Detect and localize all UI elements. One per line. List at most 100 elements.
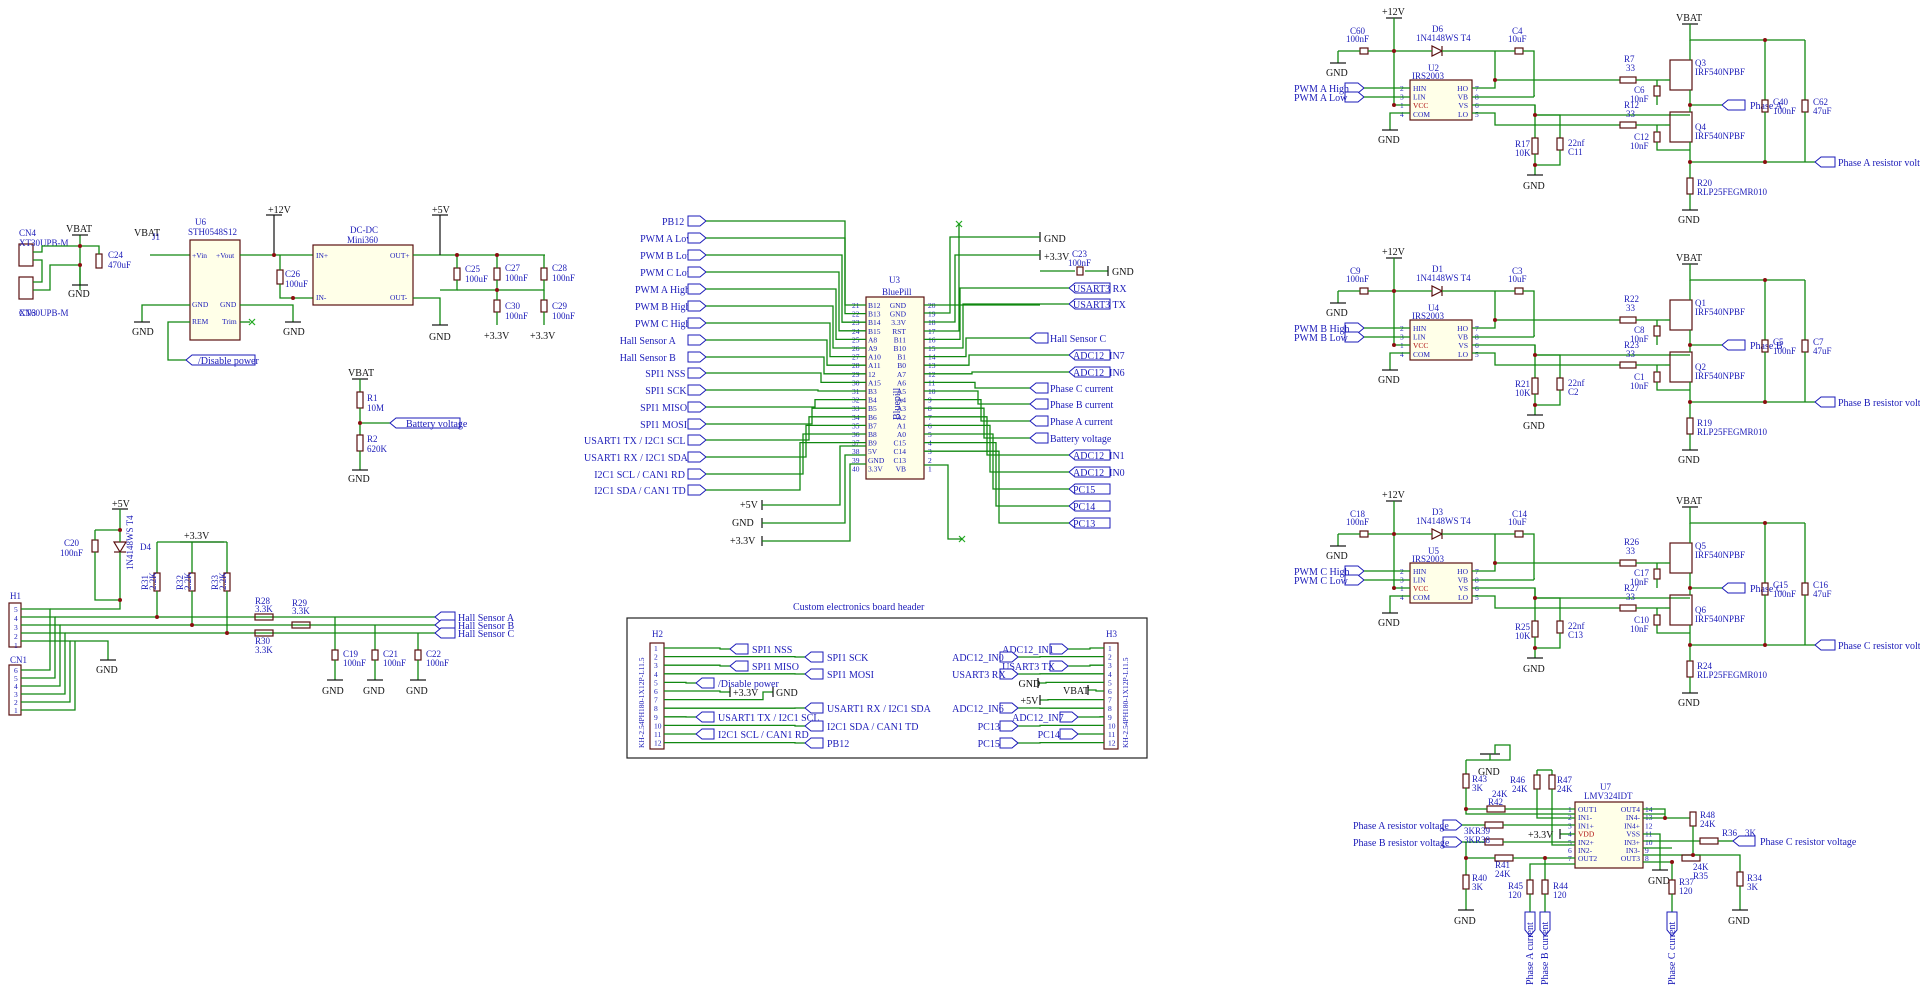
u3-net-phase_a_current: Phase A current: [1050, 417, 1113, 428]
hb-c-d-ref: D3: [1432, 507, 1443, 517]
hb-b-p12v: +12V: [1382, 247, 1406, 258]
hb-a-qlo-val: IRF540NPBF: [1695, 131, 1745, 141]
u7-lp-IN1+: IN1+: [1578, 821, 1594, 830]
h3-net-pc13: PC13: [978, 722, 1000, 733]
hb-a-lp-VCC: VCC: [1413, 101, 1428, 110]
hb-a-qhi-val: IRF540NPBF: [1695, 67, 1745, 77]
hb-b-lp-VCC: VCC: [1413, 341, 1428, 350]
hb-a-lp-HIN: HIN: [1413, 84, 1427, 93]
h3-net-vbat: VBAT: [1063, 686, 1089, 697]
u3-rnum-2: 2: [928, 456, 932, 465]
hb-c-rp-LO: LO: [1458, 593, 1469, 602]
hb-a-driver: [1409, 79, 1473, 121]
battery-voltage-label-1: Battery voltage: [406, 419, 468, 430]
c21-ref: C21: [383, 649, 398, 659]
u3-lpin-B4: B4: [868, 396, 877, 405]
u3-net-usart1_tx: USART1 TX / I2C1 SCL: [584, 436, 685, 447]
hb-b-pwm-high: PWM B High: [1294, 324, 1350, 335]
h2-net-gnd: GND: [776, 688, 798, 699]
hb-c-cf-ref: C13: [1568, 630, 1584, 640]
hb-b-rhi-ref: R22: [1624, 294, 1639, 304]
j1-ref: J1: [152, 232, 160, 242]
c20-ref: C20: [64, 538, 80, 548]
u3-rpin-B1: B1: [897, 353, 906, 362]
u3-ref: U3: [889, 275, 900, 285]
hb-a-chi-val: 10nF: [1630, 94, 1649, 104]
h2-pin-10: 10: [654, 721, 662, 730]
u7-lp-VDD: VDD: [1578, 830, 1595, 839]
u3-net-pc13: PC13: [1073, 519, 1095, 530]
hb-b-rp-LO: LO: [1458, 350, 1469, 359]
r47-ref: R47: [1557, 775, 1573, 785]
hb-a-d-val: 1N4148WS T4: [1416, 33, 1471, 43]
hb-a-rlo-val: 33: [1626, 109, 1636, 119]
h2-net-disable_power: /Disable power: [718, 679, 779, 690]
hb-c-clo-val: 10nF: [1630, 624, 1649, 634]
u3-net-hall_a: Hall Sensor A: [620, 336, 677, 347]
header-frame: [626, 617, 1148, 759]
h2-pin-11: 11: [654, 730, 661, 739]
hb-a-cb1-val: 100nF: [1773, 106, 1796, 116]
hb-a-gnd-com: GND: [1378, 135, 1400, 146]
hb-a-rp-VB: VB: [1458, 93, 1468, 102]
u3-rpin-A4: A4: [897, 396, 906, 405]
u7-rp-IN3+: IN3+: [1624, 838, 1640, 847]
u3-rnum-1: 1: [928, 464, 932, 473]
h3-ref: H3: [1106, 629, 1117, 639]
p33v-label-5: +3.3V: [1044, 252, 1070, 263]
hb-a-gnd-rg: GND: [1523, 181, 1545, 192]
hb-b-cb-val: 10uF: [1508, 274, 1527, 284]
gnd-label-4: GND: [429, 332, 451, 343]
c30-ref: C30: [505, 301, 521, 311]
hb-c-u-ref: U5: [1428, 546, 1439, 556]
u3-body-label: Bluepill: [892, 388, 903, 420]
h3-pin-8: 8: [1108, 704, 1112, 713]
h2-net-usart1_rx: USART1 RX / I2C1 SDA: [827, 704, 932, 715]
hb-a-clo-ref: C12: [1634, 132, 1649, 142]
u6-pin-vout: +Vout: [216, 251, 235, 260]
hb-b-clo-val: 10nF: [1630, 381, 1649, 391]
phase-c-rv-label-2: Phase C resistor voltage: [1760, 837, 1857, 848]
u3-net-pwm_c_low: PWM C Low: [640, 268, 695, 279]
gnd-label-16: GND: [1728, 916, 1750, 927]
h3-pin-1: 1: [1108, 644, 1112, 653]
hb-c-lp-LIN: LIN: [1413, 576, 1426, 585]
u3-net-pwm_a_high: PWM A High: [635, 285, 690, 296]
hb-c-rn-6: 6: [1475, 584, 1479, 593]
c22-value: 100nF: [426, 658, 449, 668]
cn3-ref: CN3: [19, 308, 37, 318]
u6-pin-gnd-l: GND: [192, 300, 209, 309]
d4-ref: D4: [140, 542, 151, 552]
cn1-ref: CN1: [10, 655, 27, 665]
hb-a-rg-ref: R17: [1515, 139, 1531, 149]
hb-b-phase: Phase B: [1750, 341, 1783, 352]
r43-ref: R43: [1472, 774, 1488, 784]
hb-b-rg-ref: R21: [1515, 379, 1530, 389]
hb-c-rs-ref: R24: [1697, 661, 1713, 671]
c28-ref: C28: [552, 263, 568, 273]
gnd-label-12: GND: [1112, 267, 1134, 278]
r32-ref: R32: [175, 575, 185, 590]
u3-net-pwm_b_low: PWM B Low: [640, 251, 695, 262]
r42-value: 24K: [1492, 789, 1508, 799]
c19-value: 100nF: [343, 658, 366, 668]
gnd-label-15: GND: [1648, 876, 1670, 887]
r34-ref: R34: [1747, 873, 1763, 883]
hb-c-cin-ref: C18: [1350, 509, 1366, 519]
h2-net-spi_mosi: SPI1 MOSI: [827, 670, 874, 681]
hb-b-rn-6: 6: [1475, 341, 1479, 350]
r37-ref: R37: [1679, 877, 1695, 887]
p33v-label-1: +3.3V: [484, 331, 510, 342]
u3-lpin-A8: A8: [868, 335, 877, 344]
hb-a-rhi-val: 33: [1626, 63, 1636, 73]
hb-b-clo-ref: C1: [1634, 372, 1645, 382]
hb-a-rn-5: 5: [1475, 110, 1479, 119]
hb-a-prv: Phase A resistor voltage: [1838, 158, 1920, 169]
h3-pin-4: 4: [1108, 670, 1112, 679]
u3-rpin-A1: A1: [897, 421, 906, 430]
hb-c-rp-HO: HO: [1457, 567, 1468, 576]
